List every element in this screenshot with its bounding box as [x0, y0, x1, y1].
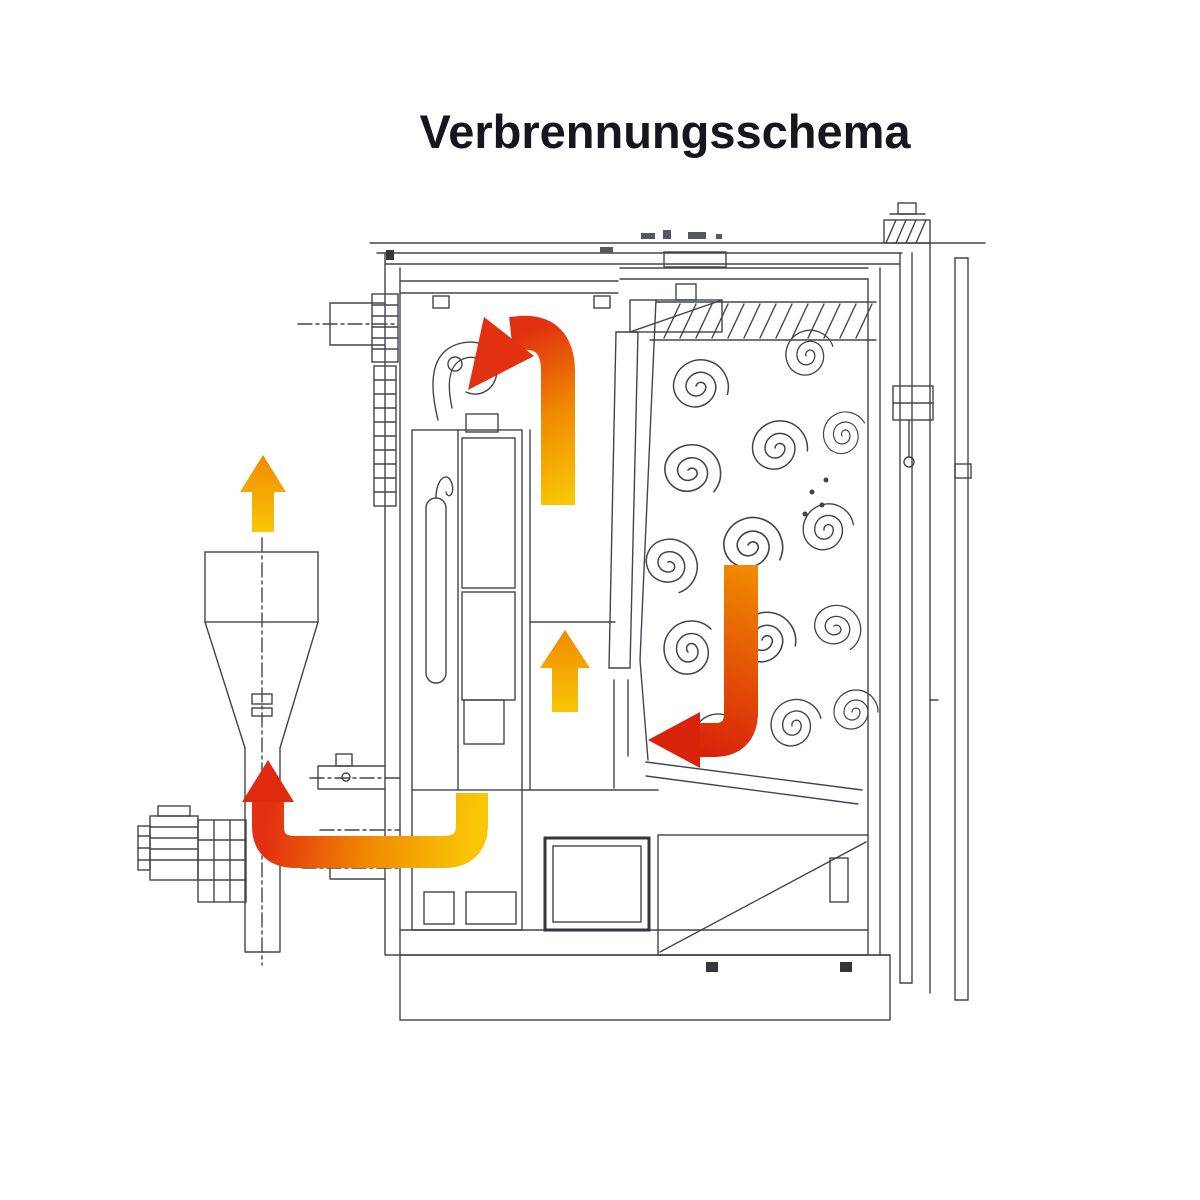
hook-arrowhead [468, 317, 534, 390]
return-arrowhead [242, 760, 294, 802]
downdraft-arrowhead [648, 712, 700, 768]
flow-arrows [240, 315, 758, 868]
inner-top-band [399, 280, 619, 309]
ash-box [543, 834, 869, 956]
flue-riser-hook-arrow [468, 315, 575, 505]
cyclone-exhaust-up-arrow [240, 455, 286, 532]
boiler-top-frame [369, 230, 986, 265]
return-to-cyclone-arrow [242, 760, 488, 868]
heat-exchanger-downdraft-arrow [648, 565, 758, 768]
combustion-updraft-arrow [540, 630, 590, 712]
right-side-panels [879, 242, 972, 1001]
heat-exchanger-spirals [639, 322, 879, 768]
heat-exchanger [619, 251, 877, 836]
cyclone-separator [204, 537, 319, 966]
filler-cap [883, 202, 931, 244]
feed-motor [137, 805, 247, 903]
boiler-line-art [137, 202, 986, 1021]
diagram-title: Verbrennungsschema [419, 105, 911, 158]
